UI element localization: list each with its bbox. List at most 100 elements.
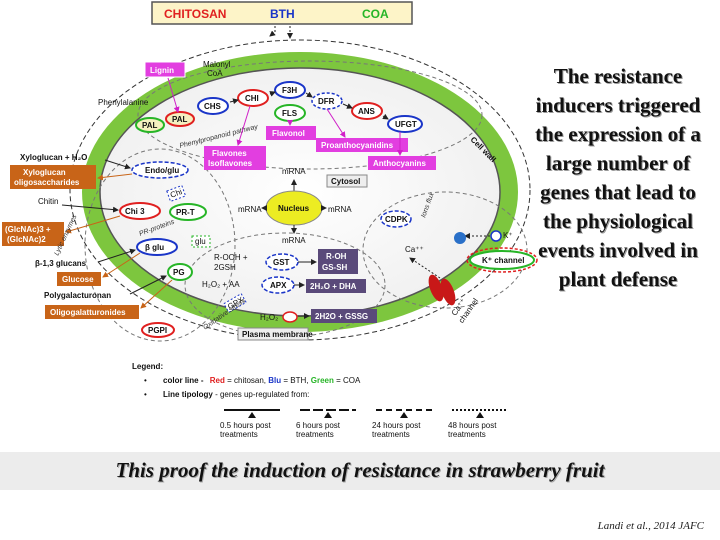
path-arrow-2 xyxy=(269,91,276,97)
prt-enzyme xyxy=(169,203,207,221)
path-arrow-4 xyxy=(342,103,353,109)
polygal-arrow xyxy=(129,275,167,295)
chitin-label: Chitin xyxy=(38,197,58,206)
chi-enzyme xyxy=(237,89,269,107)
oligogal-box xyxy=(45,305,139,319)
oligogal-arrow xyxy=(140,279,173,309)
flavones-arrow xyxy=(236,105,251,146)
dha-box xyxy=(306,279,366,293)
line-typology-label: Line tipology xyxy=(163,390,213,399)
chi3-label: Chi 3 xyxy=(125,207,145,216)
dfr-label: DFR xyxy=(318,97,335,106)
ca-channel-1 xyxy=(428,274,444,302)
legend-green: Green xyxy=(310,376,334,385)
glu-small-label: glu xyxy=(195,237,206,246)
legend-color-row: • color line - Red = chitosan, Blu = BTH… xyxy=(144,376,360,385)
b13-label: β-1,3 glucans xyxy=(35,259,87,268)
roh-box xyxy=(318,249,358,274)
chi3-enzyme xyxy=(119,202,161,220)
cytosol-box xyxy=(326,174,368,188)
rooh-label: R-OOH +2GSH xyxy=(214,253,248,272)
legend-eq1: = chitosan, xyxy=(227,376,267,385)
pal-label-2: PAL xyxy=(172,115,188,124)
polygal-label: Polygalacturonan xyxy=(44,291,111,300)
coa-label: COA xyxy=(362,7,389,21)
glu-small-box xyxy=(191,235,211,248)
kchannel-outline xyxy=(466,247,538,273)
endo-glu-enzyme xyxy=(131,161,189,179)
ca-inner-label: Ca⁺⁺ xyxy=(405,245,424,254)
conclusion-text: This proof the induction of resistance i… xyxy=(115,458,605,482)
phenylalanine-label: Phenylalanine xyxy=(98,98,149,107)
ca-channel-2 xyxy=(440,278,456,306)
gst-label: GST xyxy=(273,258,290,267)
chs-label: CHS xyxy=(204,102,222,111)
gpx-box xyxy=(223,292,247,314)
line-typology-desc: - genes up-regulated from: xyxy=(215,390,310,399)
endo-glu-label: Endo/glu xyxy=(145,166,179,175)
ions-zone xyxy=(362,191,528,309)
glcnac-label: (GlcNAc)3 +(GlcNAc)2 xyxy=(5,225,51,244)
h2o2-aa-label: H₂O₂ + AA xyxy=(202,280,240,289)
glucose-arrow xyxy=(102,252,141,278)
arrow-up-icon xyxy=(400,412,408,418)
ans-enzyme xyxy=(351,102,383,120)
anthocyanins-label: Anthocyanins xyxy=(373,159,426,168)
pg-label: PG xyxy=(173,268,185,277)
legend-item-3: 48 hours post treatments xyxy=(448,421,497,439)
outer-boundary xyxy=(69,39,531,341)
legend-item-0: 0.5 hours post treatments xyxy=(220,421,271,439)
arrow-up-icon xyxy=(248,412,256,418)
pgpi-label: PGPI xyxy=(148,326,167,335)
path-arrow-3 xyxy=(305,91,313,98)
chitosan-label: CHITOSAN xyxy=(164,7,226,21)
pal-enzyme xyxy=(135,117,165,133)
bullet-icon: • xyxy=(144,390,147,399)
dha-label: 2H₂O + DHA xyxy=(310,282,357,291)
prt-label: PR-T xyxy=(176,208,195,217)
xyloglucan-olig-box xyxy=(10,165,96,189)
legend-red: Red xyxy=(209,376,225,385)
arrow-up-icon xyxy=(476,412,484,418)
chi-label: CHI xyxy=(245,94,259,103)
apx-label: APX xyxy=(270,281,287,290)
cdpk-label: CDPK xyxy=(385,215,408,224)
mrna-top-label: mRNA xyxy=(282,167,306,176)
xyloglucan-h2o-label: Xyloglucan + H₂O xyxy=(20,153,87,162)
cdpk-enzyme xyxy=(380,210,412,228)
chi-small-label: Chi xyxy=(169,187,184,200)
flavonol-label: Flavonol xyxy=(272,129,305,138)
mrna-bottom-label: mRNA xyxy=(282,236,306,245)
ufgt-enzyme xyxy=(387,115,423,133)
path-arrow-5 xyxy=(382,113,389,120)
legend-blu: Blu xyxy=(268,376,282,385)
chi-small-box xyxy=(166,184,187,203)
legend-title: Legend: xyxy=(132,362,164,371)
lignin-arrow xyxy=(167,77,180,113)
pal-label-1: PAL xyxy=(142,121,158,130)
glucose-box xyxy=(57,272,101,286)
glcnac-arrow xyxy=(65,215,121,234)
conclusion-banner xyxy=(0,452,720,490)
xyloglucan-arrow xyxy=(104,159,131,170)
citation: Landi et al., 2014 JAFC xyxy=(597,520,704,532)
h2o2-label: H₂O₂ xyxy=(260,313,278,322)
color-line-label: color line - xyxy=(163,376,204,385)
k-ion xyxy=(490,230,502,242)
path-arrow-1 xyxy=(229,98,239,105)
kchannel-enzyme xyxy=(469,250,535,270)
phenylpropanoid-zone xyxy=(137,60,483,170)
dfr-enzyme xyxy=(311,92,343,110)
cytosol-label: Cytosol xyxy=(331,177,360,186)
anthocyanins-box xyxy=(368,156,436,170)
legend-line-samples xyxy=(224,409,508,418)
glcnac-box xyxy=(2,222,64,246)
b13-arrow xyxy=(97,248,136,263)
fls-label: FLS xyxy=(282,109,298,118)
plasma-label: Plasma membrane xyxy=(242,330,313,339)
plasma-box xyxy=(237,327,309,341)
pg-enzyme xyxy=(167,263,193,281)
